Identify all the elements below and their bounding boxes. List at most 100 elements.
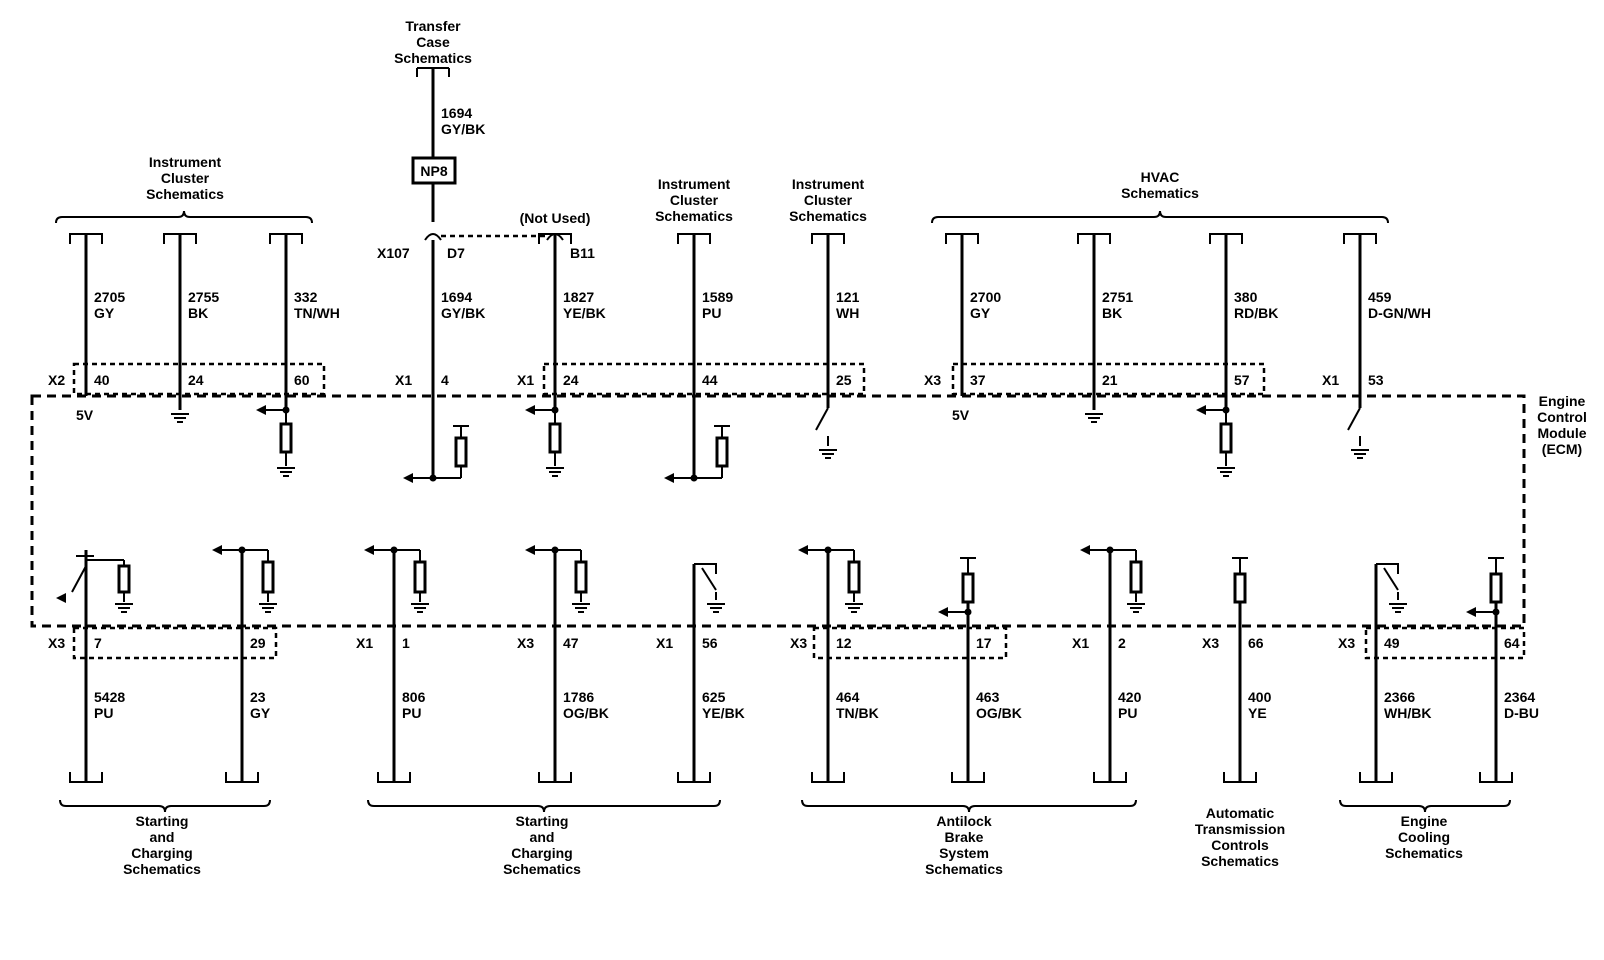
circuit-number: 463: [976, 689, 1000, 705]
pin-number: 66: [1248, 635, 1264, 651]
top-group-bracket: [931, 210, 1389, 224]
circuit-number: 5428: [94, 689, 125, 705]
bottom-group-bracket: [59, 799, 271, 813]
np8-splice-box: [411, 156, 457, 185]
circuit-color: PU: [402, 705, 421, 721]
ground-symbol: [115, 603, 133, 613]
bottom-schematic-groups: StartingandChargingSchematicsStartingand…: [59, 799, 1511, 877]
connector-label: X1: [395, 372, 412, 388]
pin-number: 40: [94, 372, 110, 388]
bottom-group-label: Engine: [1401, 813, 1448, 829]
circuit-number: 2705: [94, 289, 125, 305]
bottom-group-label: Charging: [131, 845, 192, 861]
pin-number: 64: [1504, 635, 1520, 651]
connector-label: X3: [924, 372, 941, 388]
top-group-label: Instrument: [792, 176, 865, 192]
bottom-group-label: Schematics: [925, 861, 1003, 877]
circuit-number: 2751: [1102, 289, 1133, 305]
connector-label: X1: [1072, 635, 1089, 651]
ground-symbol: [1389, 603, 1407, 613]
ground-symbol: [1085, 413, 1103, 423]
bottom-group-label: Antilock: [936, 813, 991, 829]
arrow-symbol: [364, 545, 374, 555]
bottom-group-label: Schematics: [123, 861, 201, 877]
top-group-label: Schematics: [1121, 185, 1199, 201]
circuit-color: RD/BK: [1234, 305, 1278, 321]
pin-number: 4: [441, 372, 449, 388]
circuit-terminal: [1359, 772, 1393, 783]
arrow-symbol: [1196, 405, 1206, 415]
switch-lead: [1376, 563, 1399, 574]
bottom-group-label: Controls: [1211, 837, 1269, 853]
circuit-number: 1786: [563, 689, 594, 705]
circuit-color: PU: [1118, 705, 1137, 721]
arrow-symbol: [403, 473, 413, 483]
bottom-connector-frame-1: [72, 626, 278, 660]
top-group-label: Instrument: [658, 176, 731, 192]
circuit-color: WH: [836, 305, 859, 321]
np8-splice-label: NP8: [420, 163, 447, 179]
ground-symbol: [1351, 449, 1369, 459]
not-used-label: (Not Used): [520, 210, 591, 226]
bottom-group-label: System: [939, 845, 989, 861]
ecm-label-4: (ECM): [1542, 441, 1582, 457]
circuit-terminal: [1479, 772, 1513, 783]
pin-number: 44: [702, 372, 718, 388]
circuit-color: BK: [188, 305, 208, 321]
circuit-terminal: [538, 772, 572, 783]
circuit-color: OG/BK: [976, 705, 1022, 721]
circuit-color: TN/BK: [836, 705, 879, 721]
circuit-number: 2366: [1384, 689, 1415, 705]
resistor-symbol: [1219, 422, 1233, 454]
switch-lead: [694, 563, 717, 574]
circuit-number: 380: [1234, 289, 1258, 305]
top-group-label: Cluster: [161, 170, 210, 186]
d7-pin-label: D7: [447, 245, 465, 261]
top-group-label: Cluster: [670, 192, 719, 208]
bottom-group-label: Schematics: [1201, 853, 1279, 869]
bottom-group-label: Brake: [945, 829, 984, 845]
pin-number: 12: [836, 635, 852, 651]
arrow-symbol: [798, 545, 808, 555]
circuit-color: PU: [702, 305, 721, 321]
pin-number: 57: [1234, 372, 1250, 388]
connector-label: X3: [790, 635, 807, 651]
bottom-group-label: and: [530, 829, 555, 845]
arrow-symbol: [525, 405, 535, 415]
circuit-number: 806: [402, 689, 426, 705]
ground-symbol: [1127, 603, 1145, 613]
connector-label: X1: [1322, 372, 1339, 388]
transfer-case-label-3: Schematics: [394, 50, 472, 66]
top-group-label: Instrument: [149, 154, 222, 170]
resistor-symbol: [1489, 572, 1503, 604]
pin-number: 60: [294, 372, 310, 388]
top-group-label: Cluster: [804, 192, 853, 208]
connector-label: X1: [517, 372, 534, 388]
arrow-symbol: [56, 593, 66, 603]
resistor-symbol: [574, 560, 588, 594]
voltage-note: 5V: [76, 407, 94, 423]
ground-symbol: [707, 603, 725, 613]
resistor-symbol: [279, 422, 293, 454]
ecm-label-3: Module: [1538, 425, 1587, 441]
circuit-number: 332: [294, 289, 318, 305]
bottom-group-label: Starting: [516, 813, 569, 829]
resistor-symbol: [413, 560, 427, 594]
feed-wire-circuit: 1694: [441, 105, 472, 121]
bottom-group-label: Schematics: [503, 861, 581, 877]
